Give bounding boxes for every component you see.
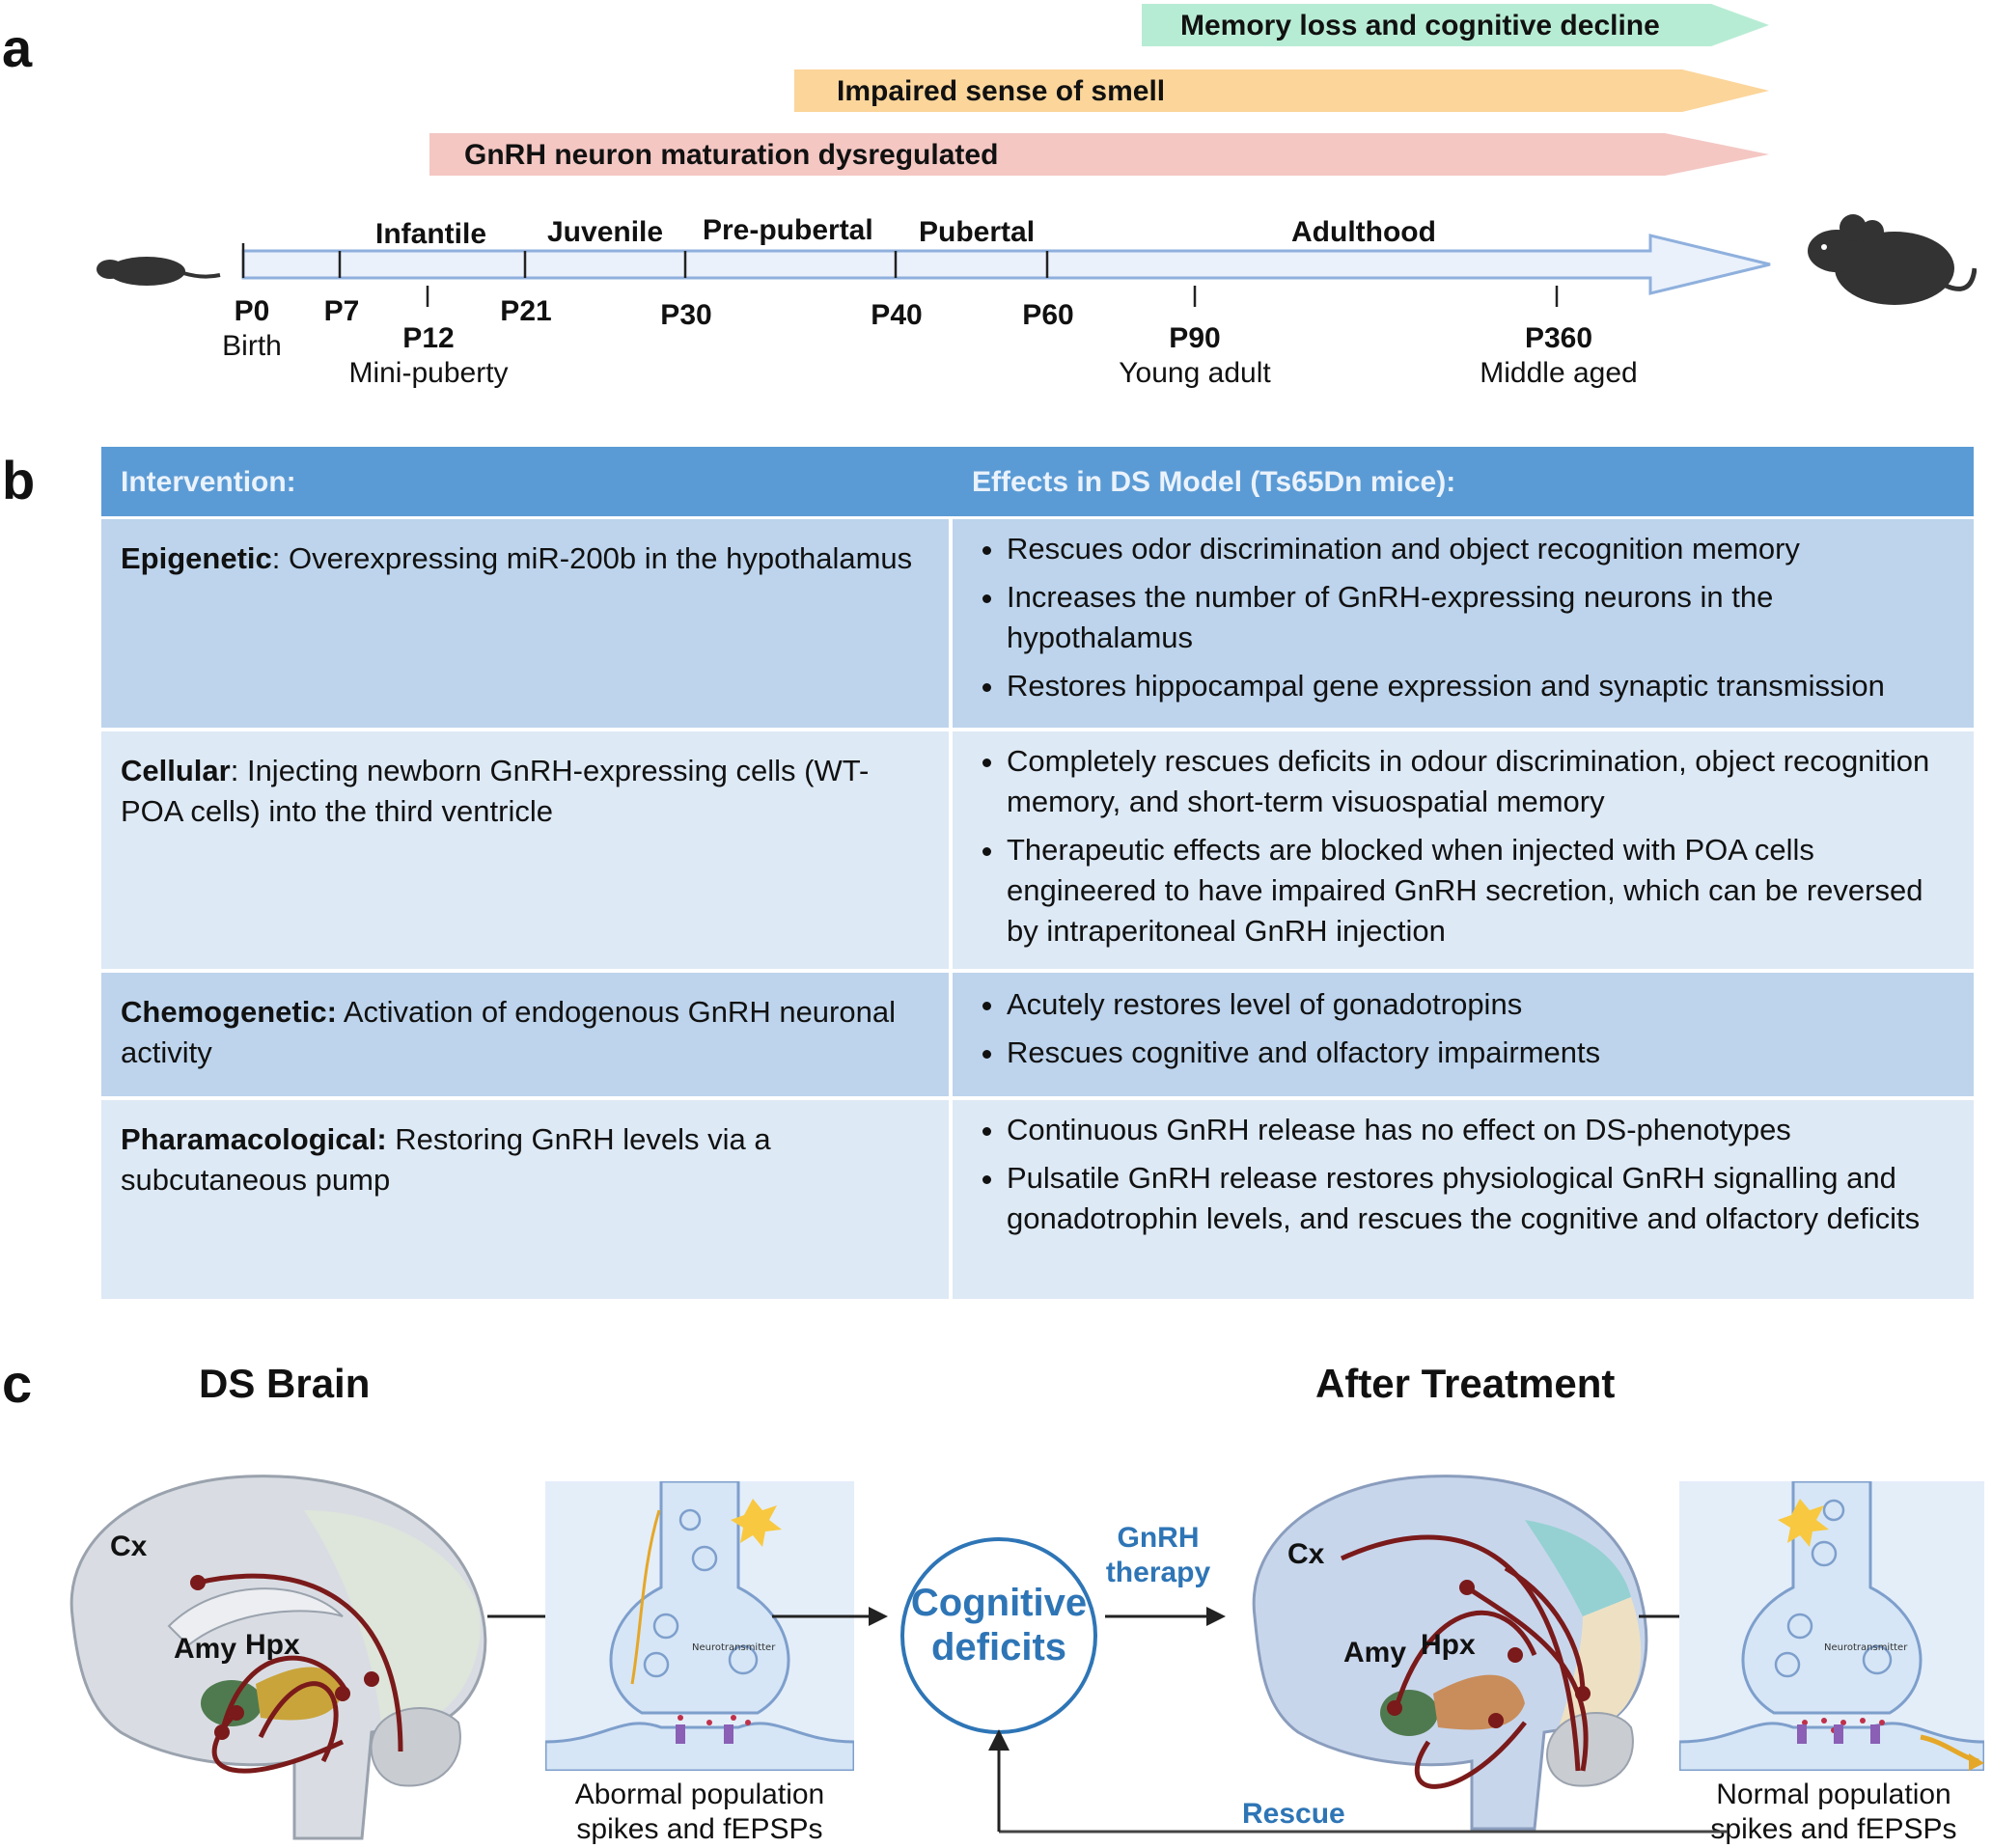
table-row-cellular: Cellular: Injecting newborn GnRH-express…: [101, 731, 1974, 969]
intervention-type: Pharamacological:: [121, 1122, 387, 1156]
rescue-arrow: [988, 1729, 1728, 1834]
intervention-sep: :: [230, 754, 239, 787]
table-row-epigenetic: Epigenetic: Overexpressing miR-200b in t…: [101, 519, 1974, 728]
effect-item: Completely rescues deficits in odour dis…: [1007, 741, 1954, 822]
normal-synapse-illustration: Neurotransmitter: [1679, 1481, 1984, 1771]
stage-juvenile: Juvenile: [547, 216, 664, 248]
treated-brain-illustration: [1252, 1475, 1648, 1831]
intervention-desc: Activation of endogenous GnRH neuronal a…: [121, 995, 896, 1069]
abnormal-caption: Abormal population spikes and fEPSPs: [540, 1778, 859, 1847]
tick-p0-sub: Birth: [222, 330, 282, 362]
adult-mouse-icon: [1808, 214, 1977, 305]
cognitive-deficits-text: Cognitive deficits: [898, 1581, 1100, 1669]
timeline-arrow: [241, 234, 1771, 307]
cognitive-deficits-line2: deficits: [930, 1626, 1067, 1669]
rescue-label: Rescue: [1242, 1798, 1345, 1830]
synapse-neurotransmitter-label-normal: Neurotransmitter: [1824, 1642, 1908, 1653]
normal-caption: Normal population spikes and fEPSPs: [1684, 1778, 1983, 1847]
table-header-effects: Effects in DS Model (Ts65Dn mice):: [972, 466, 1456, 498]
tick-p360: P360: [1524, 322, 1593, 354]
intervention-cell: Epigenetic: Overexpressing miR-200b in t…: [101, 519, 949, 728]
tick-p90-sub: Young adult: [1119, 357, 1271, 389]
effects-cell: Completely rescues deficits in odour dis…: [953, 731, 1974, 969]
effect-item: Continuous GnRH release has no effect on…: [1007, 1110, 1954, 1150]
brain-label-hpx: Hpx: [245, 1629, 300, 1661]
intervention-cell: Pharamacological: Restoring GnRH levels …: [101, 1100, 949, 1299]
intervention-desc: Restoring GnRH levels via a subcutaneous…: [121, 1122, 771, 1197]
arrow-synapse-to-deficits: [772, 1607, 888, 1626]
cognitive-deficits-line1: Cognitive: [910, 1582, 1088, 1624]
banner-memory-loss-label: Memory loss and cognitive decline: [1180, 10, 1660, 41]
tick-p7: P7: [323, 295, 360, 327]
synapse-neurotransmitter-label: Neurotransmitter: [692, 1642, 776, 1653]
abnormal-caption-line2: spikes and fEPSPs: [576, 1813, 823, 1845]
table-header: Intervention: Effects in DS Model (Ts65D…: [101, 447, 1974, 516]
effects-cell: Acutely restores level of gonadotropins …: [953, 973, 1974, 1096]
tick-p30: P30: [660, 299, 712, 331]
effect-item: Rescues odor discrimination and object r…: [1007, 529, 1954, 569]
intervention-desc: Injecting newborn GnRH-expressing cells …: [121, 754, 870, 828]
effects-cell: Rescues odor discrimination and object r…: [953, 519, 1974, 728]
effect-item: Rescues cognitive and olfactory impairme…: [1007, 1033, 1954, 1073]
tick-p90: P90: [1169, 322, 1221, 354]
banner-smell-label: Impaired sense of smell: [837, 75, 1166, 107]
intervention-cell: Cellular: Injecting newborn GnRH-express…: [101, 731, 949, 969]
tick-p360-sub: Middle aged: [1480, 357, 1638, 389]
banner-smell: Impaired sense of smell: [794, 69, 1769, 112]
brain-label-hpx-treated: Hpx: [1421, 1629, 1476, 1661]
panel-a-letter: a: [2, 17, 33, 78]
banner-gnrh-maturation-label: GnRH neuron maturation dysregulated: [464, 139, 999, 171]
tick-p40: P40: [871, 299, 923, 331]
abnormal-synapse-illustration: Neurotransmitter: [545, 1481, 854, 1771]
gnrh-therapy-label: GnRH therapy: [1095, 1521, 1221, 1590]
banner-smell-shape: [794, 69, 1769, 112]
intervention-type: Chemogenetic:: [121, 995, 337, 1029]
effects-cell: Continuous GnRH release has no effect on…: [953, 1100, 1974, 1299]
effect-item: Acutely restores level of gonadotropins: [1007, 984, 1954, 1025]
effect-item: Increases the number of GnRH-expressing …: [1007, 577, 1954, 658]
gnrh-therapy-line1: GnRH: [1117, 1522, 1200, 1554]
tick-p0: P0: [234, 295, 270, 327]
banner-gnrh-maturation: GnRH neuron maturation dysregulated: [429, 133, 1769, 176]
tick-p21: P21: [500, 295, 552, 327]
stage-pubertal: Pubertal: [919, 216, 1036, 248]
effect-item: Therapeutic effects are blocked when inj…: [1007, 830, 1954, 952]
brain-label-amy: Amy: [174, 1633, 237, 1665]
intervention-sep: :: [271, 541, 281, 575]
tick-p12-sub: Mini-puberty: [348, 357, 509, 389]
panel-c-letter: c: [2, 1353, 33, 1414]
gnrh-therapy-line2: therapy: [1105, 1557, 1211, 1588]
table-row-pharmacological: Pharamacological: Restoring GnRH levels …: [101, 1100, 1974, 1299]
brain-label-cx-treated: Cx: [1287, 1538, 1325, 1570]
table-header-intervention: Intervention:: [121, 466, 296, 498]
table-row-chemogenetic: Chemogenetic: Activation of endogenous G…: [101, 973, 1974, 1096]
intervention-type: Epigenetic: [121, 541, 272, 575]
abnormal-caption-line1: Abormal population: [574, 1779, 825, 1810]
newborn-mouse-icon: [97, 257, 221, 286]
tick-p12: P12: [402, 322, 455, 354]
ds-brain-illustration: [69, 1475, 487, 1840]
intervention-cell: Chemogenetic: Activation of endogenous G…: [101, 973, 949, 1096]
banner-memory-loss: Memory loss and cognitive decline: [1142, 4, 1769, 46]
stage-pre-pubertal: Pre-pubertal: [703, 214, 873, 246]
banner-gnrh-maturation-shape: [429, 133, 1769, 176]
brain-label-amy-treated: Amy: [1343, 1637, 1407, 1669]
after-treatment-title: After Treatment: [1315, 1361, 1616, 1406]
stage-adulthood: Adulthood: [1291, 216, 1436, 248]
brain-label-cx: Cx: [110, 1531, 148, 1562]
tick-p60: P60: [1022, 299, 1074, 331]
stage-infantile: Infantile: [375, 218, 487, 250]
normal-caption-line1: Normal population: [1716, 1779, 1951, 1810]
panel-b-letter: b: [2, 450, 36, 510]
arrow-therapy-to-brain: [1105, 1607, 1226, 1626]
ds-brain-title: DS Brain: [199, 1361, 371, 1406]
normal-caption-line2: spikes and fEPSPs: [1710, 1813, 1957, 1845]
effect-item: Restores hippocampal gene expression and…: [1007, 666, 1954, 706]
intervention-desc: Overexpressing miR-200b in the hypothala…: [280, 541, 913, 575]
effect-item: Pulsatile GnRH release restores physiolo…: [1007, 1158, 1954, 1239]
intervention-type: Cellular: [121, 754, 231, 787]
banner-memory-loss-shape: [1142, 4, 1769, 46]
